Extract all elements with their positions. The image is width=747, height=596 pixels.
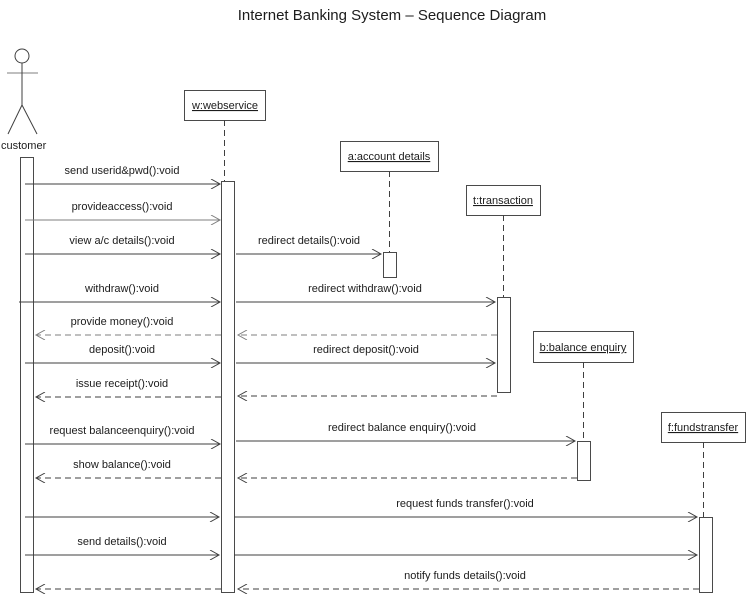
message-deposit: deposit():void xyxy=(25,344,220,363)
message-issue-receipt: issue receipt():void xyxy=(36,378,497,397)
message-label: send details():void xyxy=(77,536,166,548)
message-label: request funds transfer():void xyxy=(396,498,534,510)
object-label-account-details: a:account details xyxy=(348,151,431,163)
actor-customer: customer xyxy=(1,48,47,152)
object-label-balance-enquiry: b:balance enquiry xyxy=(540,342,627,354)
message-withdraw: withdraw():void xyxy=(19,283,220,302)
object-label-fundstransfer: f:fundstransfer xyxy=(668,422,739,434)
diagram-title: Internet Banking System – Sequence Diagr… xyxy=(238,7,547,24)
message-redirect-withdraw: redirect withdraw():void xyxy=(236,283,495,302)
message-label: deposit():void xyxy=(89,344,155,356)
message-view-ac-details: view a/c details():void xyxy=(25,235,220,254)
message-label: withdraw():void xyxy=(84,283,159,295)
message-label: redirect withdraw():void xyxy=(308,283,422,295)
activation-bar-webservice xyxy=(221,181,235,593)
actor-leg-right-icon xyxy=(21,104,38,135)
actor-head-icon xyxy=(14,48,30,64)
message-request-balanceenquiry: request balanceenquiry():void xyxy=(25,425,220,444)
object-box-transaction: t:transaction xyxy=(466,185,541,216)
message-label: view a/c details():void xyxy=(69,235,174,247)
message-send-details: send details():void xyxy=(25,536,697,555)
message-label: send userid&pwd():void xyxy=(65,165,180,177)
object-box-account-details: a:account details xyxy=(340,141,439,172)
object-label-transaction: t:transaction xyxy=(473,195,533,207)
activation-bar-balance-enquiry xyxy=(577,441,591,481)
object-box-webservice: w:webservice xyxy=(184,90,266,121)
object-label-webservice: w:webservice xyxy=(191,100,258,112)
message-label: request balanceenquiry():void xyxy=(50,425,195,437)
activation-bar-customer xyxy=(20,157,34,593)
activation-bar-fundstransfer xyxy=(699,517,713,593)
object-box-balance-enquiry: b:balance enquiry xyxy=(533,331,634,363)
message-redirect-balance-enquiry: redirect balance enquiry():void xyxy=(236,422,575,441)
message-notify-funds-details: notify funds details():void xyxy=(36,570,699,589)
actor-leg-left-icon xyxy=(7,104,23,135)
message-label: provide money():void xyxy=(71,316,174,328)
message-redirect-details: redirect details():void xyxy=(236,235,381,254)
message-label: issue receipt():void xyxy=(76,378,168,390)
message-provide-money: provide money():void xyxy=(36,316,497,335)
message-label: show balance():void xyxy=(73,459,171,471)
activation-bar-transaction xyxy=(497,297,511,393)
message-label: redirect deposit():void xyxy=(313,344,419,356)
activation-bar-account-details xyxy=(383,252,397,278)
message-request-funds-transfer: request funds transfer():void xyxy=(25,498,697,517)
message-redirect-deposit: redirect deposit():void xyxy=(236,344,495,363)
object-box-fundstransfer: f:fundstransfer xyxy=(661,412,746,443)
message-label: redirect details():void xyxy=(258,235,360,247)
message-show-balance: show balance():void xyxy=(36,459,577,478)
message-label: redirect balance enquiry():void xyxy=(328,422,476,434)
message-send-userid-pwd: send userid&pwd():void xyxy=(25,165,220,184)
message-label: notify funds details():void xyxy=(404,570,526,582)
message-provideaccess: provideaccess():void xyxy=(25,201,220,220)
message-label: provideaccess():void xyxy=(72,201,173,213)
actor-label: customer xyxy=(1,140,47,152)
